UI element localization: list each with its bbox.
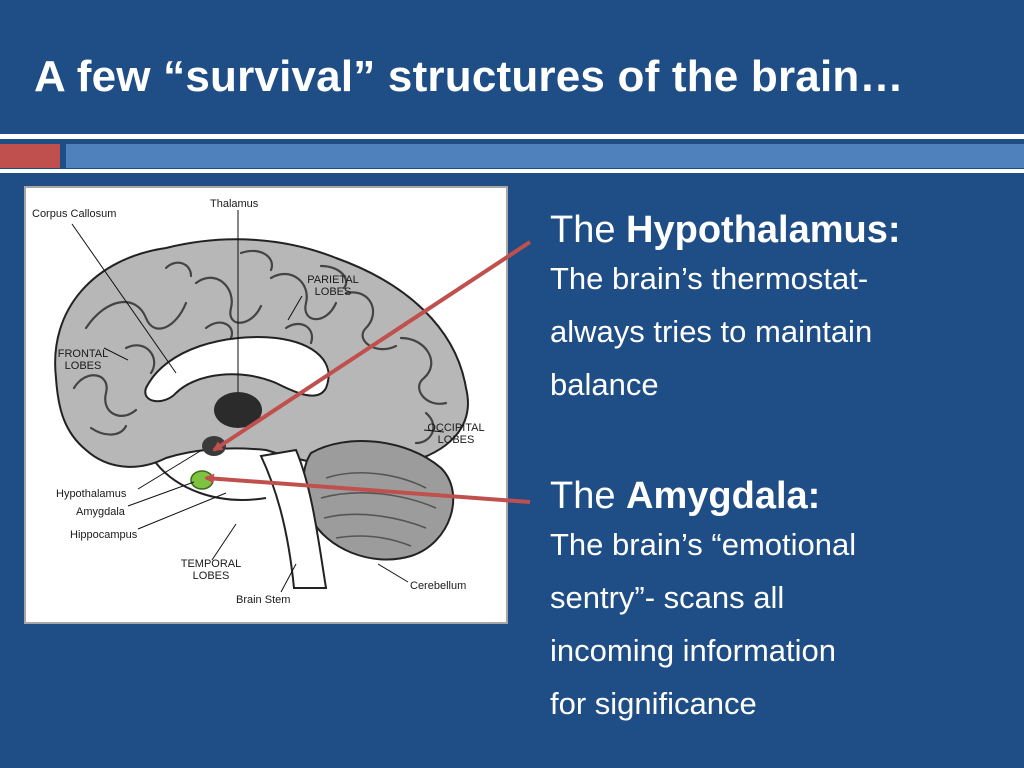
amygdala-shape (190, 470, 214, 490)
label-parietal-line1: PARIETAL (307, 274, 359, 286)
hypothalamus-desc-line-1: The brain’s thermostat- (550, 261, 869, 296)
amygdala-section: The Amygdala: The brain’s “emotional sen… (550, 474, 856, 730)
label-temporal-line2: LOBES (192, 570, 230, 582)
hypothalamus-shape (202, 436, 226, 456)
amygdala-desc-line-2: sentry”- scans all (550, 580, 785, 615)
brain-diagram: Corpus Callosum Thalamus PARIETAL LOBES … (24, 186, 508, 624)
accent-bar-red (0, 144, 60, 168)
label-frontal-line1: FRONTAL (57, 348, 109, 360)
hypothalamus-desc-line-2: always tries to maintain (550, 314, 873, 349)
amygdala-desc-line-3: incoming information (550, 633, 837, 668)
label-thalamus: Thalamus (210, 198, 259, 210)
amygdala-desc-line-4: for significance (550, 686, 757, 721)
label-occipital-line1: OCCIPITAL (427, 422, 485, 434)
amygdala-prefix: The (550, 475, 627, 517)
hypothalamus-heading: The Hypothalamus: (550, 208, 901, 252)
title-divider-lower (0, 169, 1024, 173)
label-frontal-lobes: FRONTAL LOBES (52, 348, 114, 372)
label-occipital-line2: LOBES (437, 434, 475, 446)
label-amygdala: Amygdala (76, 506, 125, 518)
label-cerebellum: Cerebellum (410, 580, 467, 592)
title-divider (0, 134, 1024, 139)
label-hypothalamus: Hypothalamus (56, 488, 127, 500)
brain-illustration (54, 210, 469, 593)
thalamus-shape (214, 392, 262, 428)
label-hippocampus: Hippocampus (70, 529, 138, 541)
label-parietal-line2: LOBES (314, 286, 352, 298)
label-temporal-lobes: TEMPORAL LOBES (176, 558, 246, 582)
label-frontal-line2: LOBES (64, 360, 102, 372)
label-corpus-callosum: Corpus Callosum (32, 208, 117, 220)
amygdala-desc-line-1: The brain’s “emotional (550, 527, 857, 562)
label-temporal-line1: TEMPORAL (180, 558, 242, 570)
hypothalamus-desc-line-3: balance (550, 367, 659, 402)
hypothalamus-prefix: The (550, 209, 627, 251)
slide-title: A few “survival” structures of the brain… (34, 52, 904, 101)
accent-bar-blue (66, 144, 1024, 168)
amygdala-heading: The Amygdala: (550, 474, 856, 518)
amygdala-term: Amygdala: (626, 475, 821, 517)
hypothalamus-term: Hypothalamus: (626, 209, 901, 251)
label-occipital-lobes: OCCIPITAL LOBES (420, 422, 492, 446)
label-brain-stem: Brain Stem (236, 594, 291, 606)
cerebellum-shape (302, 440, 455, 561)
label-parietal-lobes: PARIETAL LOBES (302, 274, 364, 298)
hypothalamus-section: The Hypothalamus: The brain’s thermostat… (550, 208, 901, 411)
